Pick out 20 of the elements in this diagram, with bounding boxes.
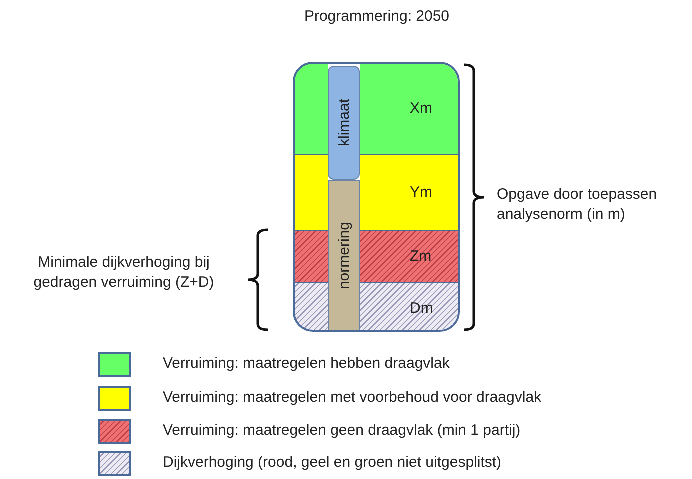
bracket-label: Opgave door toepassen analysenorm (in m) — [497, 185, 658, 225]
band-label: Ym — [410, 184, 432, 201]
legend-label: Verruiming: maatregelen hebben draagvlak — [163, 355, 450, 372]
layer-band — [360, 154, 458, 230]
legend-label: Verruiming: maatregelen geen draagvlak (min 1 partij) — [163, 422, 521, 439]
bar-label: klimaat — [336, 99, 352, 147]
band-label: Zm — [410, 248, 432, 265]
dike-column — [293, 62, 460, 332]
standard-bar — [328, 180, 360, 330]
climate-bar — [328, 66, 360, 180]
bracket-label: Minimale dijkverhoging bij gedragen verruiming (Z+D) — [32, 253, 216, 293]
title: Programmering: 2050 — [303, 8, 451, 25]
band-label: Xm — [410, 100, 432, 117]
legend-label: Dijkverhoging (rood, geel en groen niet uitgesplitst) — [163, 454, 502, 471]
bar-label: normering — [336, 222, 352, 290]
layer-band — [360, 64, 458, 154]
band-label: Dm — [410, 300, 434, 317]
layer-band — [360, 230, 458, 282]
legend-label: Verruiming: maatregelen met voorbehoud voor draagvlak — [163, 389, 542, 406]
layer-band — [360, 282, 458, 330]
